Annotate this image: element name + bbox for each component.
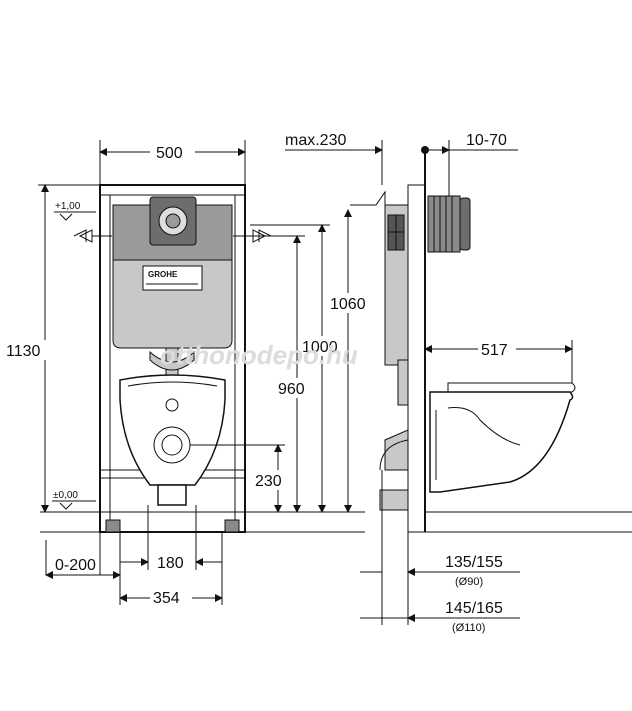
dim-960: 960	[278, 381, 305, 398]
watermark: otthonodepo.hu	[160, 340, 358, 370]
side-view: max.230 10-70 517 135/155 (Ø90) 145/165 …	[285, 132, 632, 634]
frame-profile	[407, 184, 426, 533]
dia-110: (Ø110)	[452, 622, 485, 634]
dim-height-1130: 1130	[6, 343, 41, 360]
dia-90: (Ø90)	[455, 576, 483, 588]
level-top: +1,00	[55, 201, 81, 212]
wc-bowl-side	[429, 391, 574, 493]
dim-width-500: 500	[156, 145, 183, 162]
brand-logo: GROHE	[148, 270, 178, 279]
dim-354: 354	[153, 590, 180, 607]
wc-bowl-front	[119, 374, 226, 486]
dim-0-200: 0-200	[55, 557, 96, 574]
water-inlet-left	[73, 229, 112, 243]
front-view: GROHE 500	[5, 140, 372, 608]
dim-517: 517	[481, 342, 508, 359]
dim-10-70: 10-70	[466, 132, 507, 149]
level-bottom: ±0,00	[53, 490, 78, 501]
dim-max-230: max.230	[285, 132, 346, 149]
dim-135-155: 135/155	[445, 554, 503, 571]
dim-1000: 1000	[302, 339, 338, 356]
dim-230-front: 230	[255, 473, 282, 490]
dim-145-165: 145/165	[445, 600, 503, 617]
dim-180: 180	[157, 555, 184, 572]
dim-1060: 1060	[330, 296, 366, 313]
